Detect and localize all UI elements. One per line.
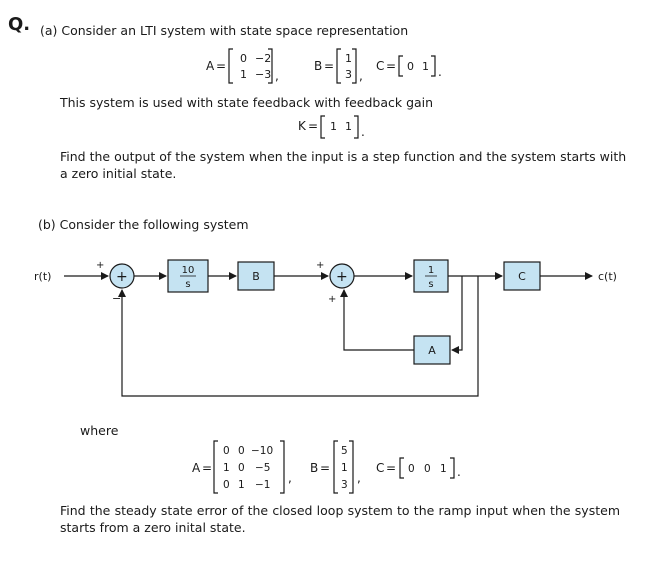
int-numerator: 1 xyxy=(428,265,434,276)
bb-cell-2: 3 xyxy=(341,479,348,491)
block-b xyxy=(237,261,275,291)
block-a xyxy=(413,335,451,365)
a-cell-11: −3 xyxy=(255,68,271,81)
ba-cell-11: 0 xyxy=(238,462,245,474)
svg-text:,: , xyxy=(275,69,279,83)
sum2-symbol: + xyxy=(336,269,348,285)
ba-cell-01: 0 xyxy=(238,445,245,457)
a-cell-10: 1 xyxy=(240,68,247,81)
svg-text:.: . xyxy=(438,65,442,79)
gain-denominator: s xyxy=(185,279,190,290)
bb-cell-1: 1 xyxy=(341,462,348,474)
svg-text:=: = xyxy=(386,461,396,475)
svg-text:.: . xyxy=(361,125,365,139)
svg-text:=: = xyxy=(308,119,318,133)
a-cell-00: 0 xyxy=(240,52,247,65)
block-a-label: A xyxy=(428,344,436,357)
ba-cell-00: 0 xyxy=(223,445,230,457)
matrix-c-name: C xyxy=(376,59,384,73)
svg-text:=: = xyxy=(386,59,396,73)
matrix-b-name: B xyxy=(314,59,322,73)
k-cell-0: 1 xyxy=(330,120,337,133)
b-cell-1: 3 xyxy=(345,68,352,81)
ba-cell-21: 1 xyxy=(238,479,245,491)
part-a-matrices: A = 0 −2 1 −3 , B = 1 3 , C = 0 1 . xyxy=(206,48,442,84)
svg-text:,: , xyxy=(288,471,292,485)
bc-cell-0: 0 xyxy=(408,463,415,475)
sum1-symbol: + xyxy=(116,269,128,285)
feedback-text: This system is used with state feedback … xyxy=(60,95,434,110)
matrix-b-a-name: A xyxy=(192,461,201,475)
gain-numerator: 10 xyxy=(182,265,195,276)
block-c-label: C xyxy=(518,270,526,283)
sum1-plus: + xyxy=(96,260,104,271)
sum1-minus: − xyxy=(112,292,121,305)
ba-cell-20: 0 xyxy=(223,479,230,491)
svg-text:.: . xyxy=(457,465,461,479)
c-cell-0: 0 xyxy=(407,60,414,73)
bc-cell-2: 1 xyxy=(440,463,447,475)
bb-cell-0: 5 xyxy=(341,445,348,457)
matrix-k-name: K xyxy=(298,119,307,133)
svg-text:,: , xyxy=(357,471,361,485)
gain-k-matrix: K = 1 1 . xyxy=(298,115,365,139)
matrix-b-c-name: C xyxy=(376,461,384,475)
part-a-task: Find the output of the system when the i… xyxy=(60,149,627,181)
sum2-plus-left: + xyxy=(316,260,324,271)
matrix-b-b-name: B xyxy=(310,461,318,475)
a-cell-01: −2 xyxy=(255,52,271,65)
part-b-intro: (b) Consider the following system xyxy=(38,217,249,232)
input-label: r(t) xyxy=(34,270,51,283)
svg-text:,: , xyxy=(359,69,363,83)
sum2-plus-bottom: + xyxy=(328,294,336,305)
part-b-task: Find the steady state error of the close… xyxy=(60,503,620,535)
part-b-matrices: A = 0 0 −10 1 0 −5 0 1 −1 , B = 5 1 3 , … xyxy=(192,440,461,494)
svg-text:=: = xyxy=(324,59,334,73)
where-label: where xyxy=(80,423,119,438)
ba-cell-10: 1 xyxy=(223,462,230,474)
ba-cell-02: −10 xyxy=(251,445,273,457)
svg-text:=: = xyxy=(202,461,212,475)
block-diagram: r(t) + + − 10 s B + + + 1 s C c(t) A xyxy=(34,259,617,397)
block-b-label: B xyxy=(252,270,260,283)
b-cell-0: 1 xyxy=(345,52,352,65)
int-denominator: s xyxy=(428,279,433,290)
output-label: c(t) xyxy=(598,270,617,283)
matrix-a-name: A xyxy=(206,59,215,73)
question-label: Q. xyxy=(8,14,31,35)
k-cell-1: 1 xyxy=(345,120,352,133)
ba-cell-12: −5 xyxy=(255,462,270,474)
svg-text:=: = xyxy=(216,59,226,73)
ba-cell-22: −1 xyxy=(255,479,270,491)
svg-text:=: = xyxy=(320,461,330,475)
c-cell-1: 1 xyxy=(422,60,429,73)
part-a-intro: (a) Consider an LTI system with state sp… xyxy=(40,23,409,38)
integrator-block xyxy=(413,259,449,293)
bc-cell-1: 0 xyxy=(424,463,431,475)
